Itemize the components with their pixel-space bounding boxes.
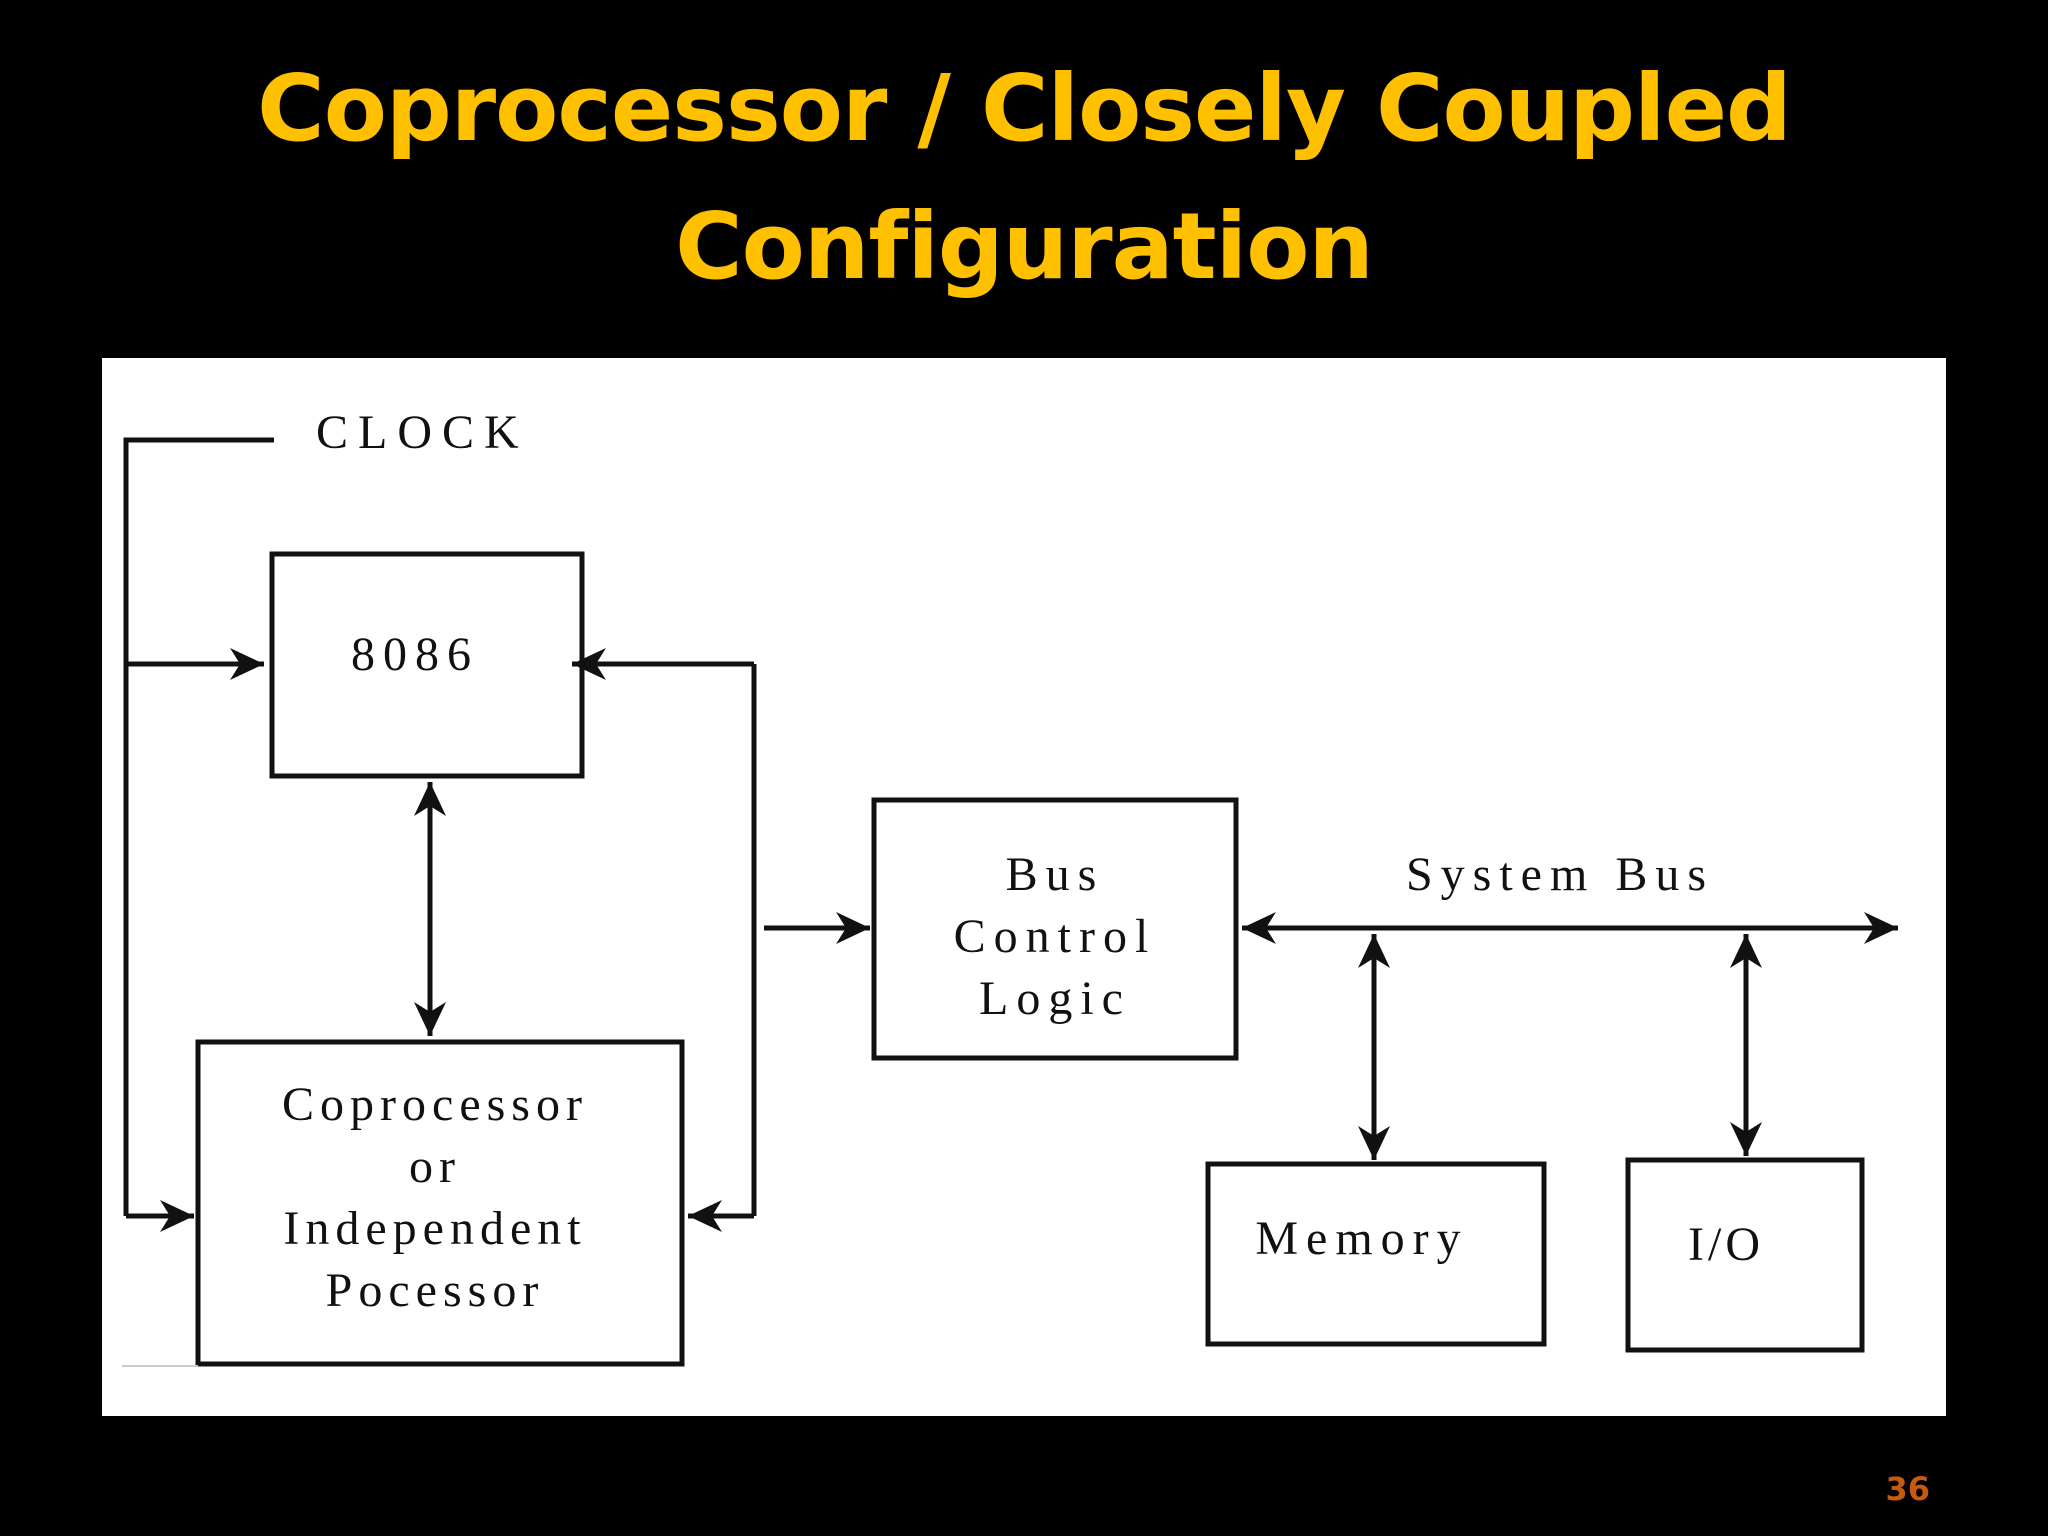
title-line-1: Coprocessor / Closely Coupled — [257, 55, 1792, 162]
clock-label: CLOCK — [316, 406, 529, 459]
io-box — [1625, 1157, 1865, 1353]
coprocessor-line-3: Independent — [283, 1202, 586, 1255]
diagram-panel: CLOCK 8086 Coprocessor or Independent Po… — [102, 358, 1946, 1416]
clock-lines — [123, 437, 274, 1232]
memory-box — [1205, 1161, 1547, 1347]
slide-number: 36 — [1885, 1470, 1930, 1508]
coprocessor-line-1: Coprocessor — [282, 1078, 588, 1131]
coprocessor-box — [195, 1039, 685, 1367]
coprocessor-line-4: Pocessor — [326, 1264, 545, 1317]
local-bus-lines — [572, 648, 870, 1232]
coprocessor-line-2: or — [409, 1140, 461, 1193]
bus-control-logic-box — [871, 797, 1239, 1061]
bus-control-line-1: Bus — [1006, 848, 1105, 901]
bus-control-line-2: Control — [954, 910, 1157, 963]
title-line-2: Configuration — [675, 193, 1374, 300]
slide-title: Coprocessor / Closely Coupled Configurat… — [0, 40, 2048, 316]
bus-control-line-3: Logic — [979, 972, 1131, 1025]
system-bus-label: System Bus — [1406, 848, 1714, 901]
io-label: I/O — [1688, 1218, 1764, 1271]
memory-label: Memory — [1255, 1212, 1468, 1265]
cpu-8086-label: 8086 — [351, 628, 479, 681]
block-diagram: CLOCK 8086 Coprocessor or Independent Po… — [122, 406, 1898, 1367]
